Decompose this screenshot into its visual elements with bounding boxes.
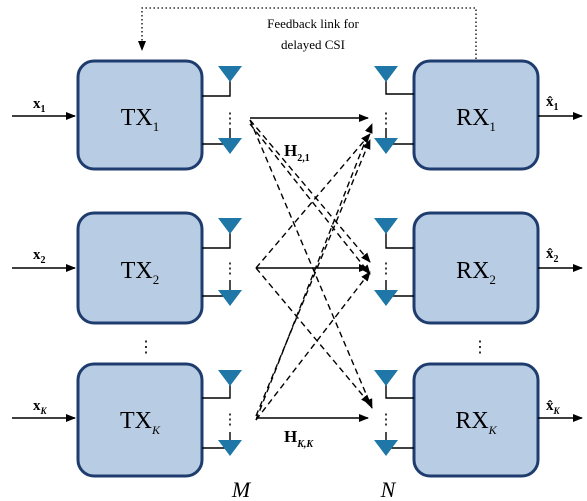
antenna-icon — [218, 440, 242, 456]
antenna-icon — [374, 440, 398, 456]
input-xk-label: xK — [33, 398, 48, 416]
antenna-ellipsis: ⋮ — [223, 261, 238, 277]
tx-k-box — [76, 362, 204, 478]
cross-link — [249, 119, 371, 263]
transmitter-k: xK TXK ⋮ — [12, 362, 242, 478]
rx-antenna-count-label: N — [380, 477, 397, 501]
rx-k-box — [412, 362, 540, 478]
antenna-icon — [218, 218, 242, 234]
tx-stack-ellipsis: ⋮ — [138, 339, 154, 356]
input-x1-label: x1 — [33, 96, 46, 115]
receiver-k: RXK ⋮ x̂K — [374, 362, 583, 478]
receiver-1: RX1 ⋮ x̂1 — [374, 59, 583, 171]
output-x2-label: x̂2 — [546, 246, 559, 265]
antenna-icon — [374, 138, 398, 154]
tx-2-box — [76, 211, 204, 325]
antenna-icon — [218, 66, 242, 82]
antenna-icon — [374, 66, 398, 82]
output-x1-label: x̂1 — [546, 94, 559, 113]
cross-link — [255, 133, 371, 269]
tx-2-label: TX2 — [121, 258, 160, 287]
feedback-link: Feedback link for delayed CSI — [138, 7, 477, 59]
cross-link — [249, 119, 373, 409]
antenna-ellipsis: ⋮ — [379, 412, 394, 428]
channel-links: H2,1 HK,K — [249, 114, 373, 450]
tx-1-box — [76, 59, 204, 171]
antenna-ellipsis: ⋮ — [223, 111, 238, 127]
tx-k-label: TXK — [120, 408, 161, 437]
channel-hkk-label: HK,K — [284, 427, 314, 450]
antenna-ellipsis: ⋮ — [379, 111, 394, 127]
antenna-icon — [218, 138, 242, 154]
feedback-label-line1: Feedback link for — [267, 16, 359, 31]
antenna-icon — [374, 218, 398, 234]
rx-stack-ellipsis: ⋮ — [472, 339, 488, 356]
cross-link — [255, 139, 371, 417]
receiver-2: RX2 ⋮ x̂2 — [374, 211, 583, 325]
transmitter-2: x2 TX2 ⋮ — [12, 211, 242, 325]
channel-h21-label: H2,1 — [284, 141, 310, 164]
antenna-ellipsis: ⋮ — [379, 261, 394, 277]
transmitter-1: x1 TX1 ⋮ — [12, 59, 242, 171]
tx-1-label: TX1 — [121, 105, 160, 134]
feedback-label-line2: delayed CSI — [281, 37, 345, 52]
rx-1-label: RX1 — [456, 105, 496, 134]
antenna-icon — [374, 370, 398, 386]
cross-link — [255, 271, 371, 421]
antenna-icon — [218, 370, 242, 386]
rx-k-label: RXK — [455, 408, 497, 437]
antenna-ellipsis: ⋮ — [223, 412, 238, 428]
output-xk-label: x̂K — [546, 398, 561, 416]
cross-link — [249, 123, 371, 275]
input-x2-label: x2 — [33, 247, 46, 266]
cross-link — [255, 123, 373, 421]
cross-link — [255, 267, 371, 405]
antenna-icon — [374, 290, 398, 306]
tx-antenna-count-label: M — [231, 477, 252, 501]
rx-1-box — [412, 59, 540, 171]
rx-2-label: RX2 — [456, 258, 496, 287]
antenna-icon — [218, 290, 242, 306]
